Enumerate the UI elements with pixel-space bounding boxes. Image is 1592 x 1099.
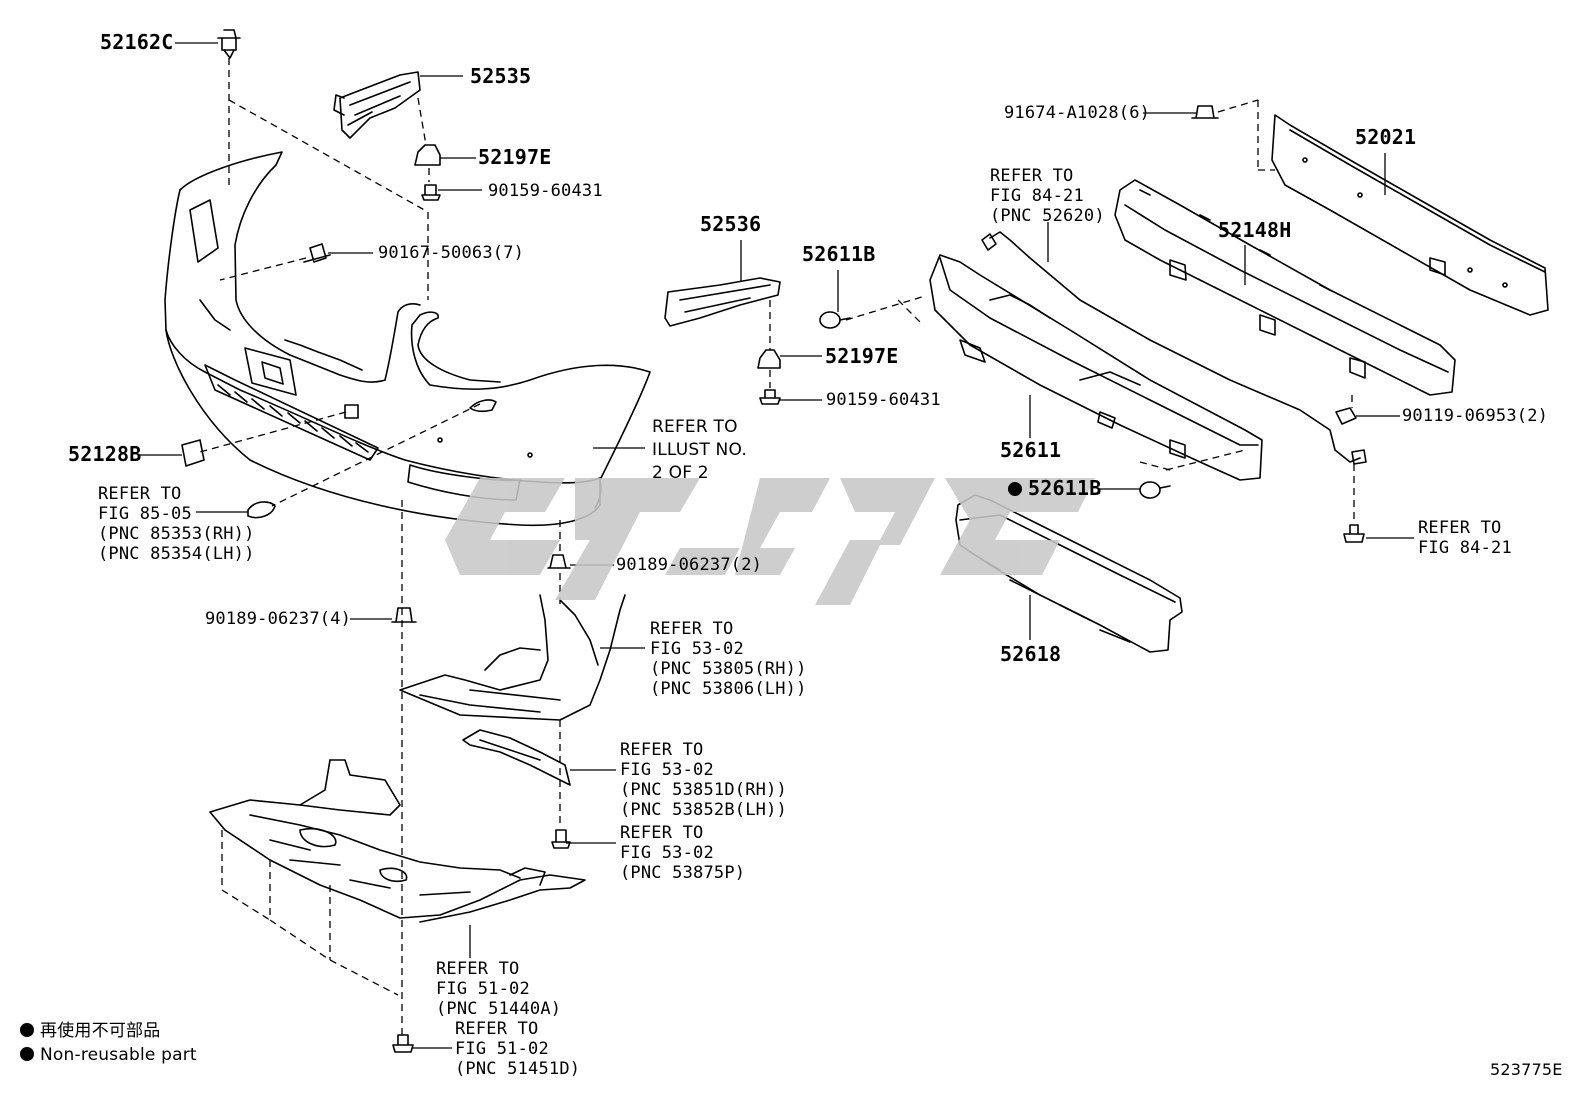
part-label-91674[interactable]: 91674-A1028(6) (1004, 103, 1151, 123)
legend-dot-icon (20, 1047, 34, 1061)
bolt-91674-shape (1191, 105, 1219, 119)
legend-english: Non-reusable part (20, 1045, 197, 1065)
legend-japanese: 再使用不可部品 (20, 1021, 160, 1041)
refer-note-fig-85-05[interactable]: REFER TO FIG 85-05 (PNC 85353(RH)) (PNC … (98, 484, 255, 564)
bolt-51451-shape (392, 1034, 414, 1053)
engine-under-cover-shape (209, 759, 586, 923)
refer-note-fig-51-02-bolt[interactable]: REFER TO FIG 51-02 (PNC 51451D) (455, 1019, 581, 1079)
wire-harness-shape (981, 231, 1367, 465)
part-label-90189-upper[interactable]: 90189-06237(2) (616, 555, 763, 575)
clip-52611B-b-shape (1139, 481, 1171, 499)
part-label-90119[interactable]: 90119-06953(2) (1402, 406, 1549, 426)
reinforcement-52021-shape (1271, 114, 1549, 316)
part-label-52021[interactable]: 52021 (1355, 125, 1417, 149)
clip-52611B-a-shape (819, 311, 851, 329)
fastener-84-21-shape (1343, 524, 1365, 543)
part-label-90189-lower[interactable]: 90189-06237(4) (205, 609, 352, 629)
refer-note-fig-53-02-shield[interactable]: REFER TO FIG 53-02 (PNC 53851D(RH)) (PNC… (620, 740, 787, 820)
part-label-52128B[interactable]: 52128B (68, 442, 142, 466)
clip-90189-b-shape (391, 607, 417, 623)
legend-english-text: Non-reusable part (40, 1045, 197, 1065)
part-label-52611B-upper[interactable]: 52611B (802, 242, 876, 266)
part-label-52162C[interactable]: 52162C (100, 30, 174, 54)
leader-lines (140, 42, 1414, 1049)
part-label-52611B-lower[interactable]: 52611B (1008, 478, 1101, 498)
refer-note-fig-53-02-bolt[interactable]: REFER TO FIG 53-02 (PNC 53875P) (620, 823, 746, 883)
bracket-52535-shape (333, 71, 421, 139)
part-label-90159-mid[interactable]: 90159-60431 (826, 390, 941, 410)
bolt-90159-top-shape (421, 184, 441, 201)
fog-cover-shape (247, 501, 276, 519)
support-52148H-shape (1114, 179, 1456, 396)
clip-52162C-shape (217, 29, 241, 59)
bracket-52536-shape (664, 277, 781, 327)
non-reusable-dot-icon (1008, 482, 1022, 496)
part-label-52611[interactable]: 52611 (1000, 438, 1062, 462)
bolt-90119-shape (1335, 407, 1357, 425)
legend-dot-icon (20, 1023, 34, 1037)
part-label-90159-top[interactable]: 90159-60431 (488, 181, 603, 201)
clip-52197E-top-shape (414, 144, 441, 166)
energy-absorber-52611-shape (929, 254, 1263, 481)
refer-note-fig-84-21-52620[interactable]: REFER TO FIG 84-21 (PNC 52620) (990, 166, 1105, 226)
legend-japanese-text: 再使用不可部品 (40, 1021, 161, 1041)
cap-52128B-shape (181, 439, 205, 467)
part-label-52148H[interactable]: 52148H (1218, 218, 1292, 242)
part-label-90167[interactable]: 90167-50063(7) (378, 243, 525, 263)
splash-shield-shape (462, 729, 571, 786)
diagram-id: 523775E (1490, 1060, 1563, 1079)
fender-liner-shape (399, 594, 626, 721)
part-label-52611B-lower-text: 52611B (1028, 476, 1102, 500)
refer-note-fig-84-21[interactable]: REFER TO FIG 84-21 (1418, 518, 1512, 558)
clip-52197E-mid-shape (757, 349, 781, 369)
bolt-53875-shape (551, 829, 571, 849)
part-label-52535[interactable]: 52535 (470, 64, 532, 88)
part-label-52197E-mid[interactable]: 52197E (825, 344, 899, 368)
screw-90167-shape (303, 243, 331, 263)
assembly-dashed-lines (199, 58, 1355, 1035)
refer-note-illust-2-of-2[interactable]: REFER TO ILLUST NO. 2 OF 2 (652, 417, 747, 483)
refer-note-fig-51-02-cover[interactable]: REFER TO FIG 51-02 (PNC 51440A) (436, 959, 562, 1019)
refer-note-fig-53-02-fender[interactable]: REFER TO FIG 53-02 (PNC 53805(RH)) (PNC … (650, 619, 807, 699)
part-label-52618[interactable]: 52618 (1000, 642, 1062, 666)
bolt-90159-mid-shape (759, 389, 781, 405)
part-label-52197E-top[interactable]: 52197E (478, 145, 552, 169)
clip-90189-a-shape (547, 554, 571, 569)
part-label-52536[interactable]: 52536 (700, 212, 762, 236)
